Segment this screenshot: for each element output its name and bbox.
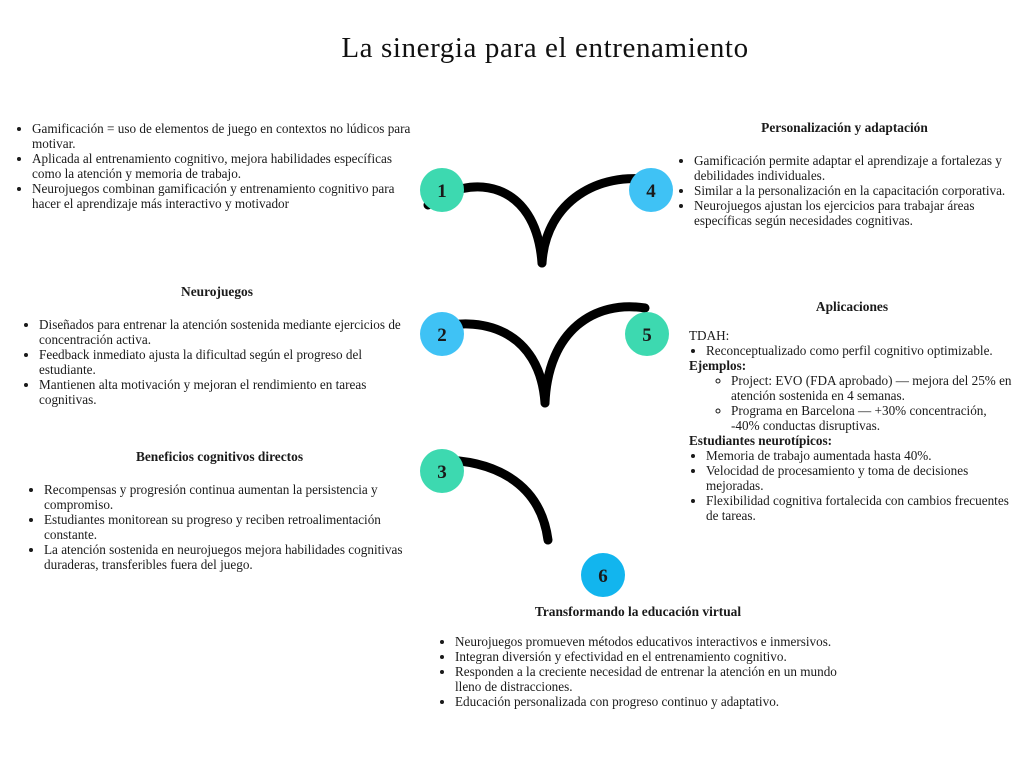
list-item: Responden a la creciente necesidad de en… [455, 664, 838, 694]
node-5-number: 5 [642, 325, 652, 346]
section-1: Gamificación = uso de elementos de juego… [15, 121, 420, 211]
node-4-circle [629, 168, 673, 212]
list-item: Project: EVO (FDA aprobado) — mejora del… [731, 373, 1015, 403]
section-6-list: Neurojuegos promueven métodos educativos… [438, 634, 838, 709]
node-6-number: 6 [598, 566, 608, 587]
list-item: Reconceptualizado como perfil cognitivo … [706, 343, 1015, 358]
section-5: Aplicaciones TDAH: Reconceptualizado com… [689, 299, 1015, 523]
section-3-list: Recompensas y progresión continua aument… [27, 482, 412, 572]
list-item: Gamificación permite adaptar el aprendiz… [694, 153, 1012, 183]
section-2-heading: Neurojuegos [181, 284, 253, 299]
tdah-label: TDAH: [689, 328, 730, 343]
section-3: Beneficios cognitivos directos Recompens… [27, 449, 412, 572]
list-item: Neurojuegos combinan gamificación y entr… [32, 181, 420, 211]
node-5-circle [625, 312, 669, 356]
list-item: Feedback inmediato ajusta la dificultad … [39, 347, 412, 377]
section-6-heading: Transformando la educación virtual [534, 604, 742, 619]
examples-label: Ejemplos: [689, 358, 747, 373]
node-4-number: 4 [646, 181, 656, 202]
section-4-list: Gamificación permite adaptar el aprendiz… [677, 153, 1012, 228]
list-item: La atención sostenida en neurojuegos mej… [44, 542, 412, 572]
node-1-number: 1 [437, 181, 447, 202]
section-1-list: Gamificación = uso de elementos de juego… [15, 121, 420, 211]
section-5-heading: Aplicaciones [815, 299, 889, 314]
list-item: Memoria de trabajo aumentada hasta 40%. [706, 448, 1015, 463]
list-item: Recompensas y progresión continua aument… [44, 482, 412, 512]
list-item: Neurojuegos promueven métodos educativos… [455, 634, 838, 649]
neurotypical-label: Estudiantes neurotípicos: [689, 433, 833, 448]
node-1-circle [420, 168, 464, 212]
list-item: Similar a la personalización en la capac… [694, 183, 1012, 198]
neurotypical-list: Memoria de trabajo aumentada hasta 40%. … [689, 448, 1015, 523]
section-4: Personalización y adaptación Gamificació… [677, 120, 1012, 228]
list-item: Programa en Barcelona — +30% concentraci… [731, 403, 1015, 433]
node-2-number: 2 [437, 325, 447, 346]
list-item: Velocidad de procesamiento y toma de dec… [706, 463, 1015, 493]
section-6: Transformando la educación virtual Neuro… [438, 604, 838, 709]
page-title: La sinergia para el entrenamiento [341, 32, 749, 64]
node-3-number: 3 [437, 462, 447, 483]
list-item: Diseñados para entrenar la atención sost… [39, 317, 412, 347]
section-2-list: Diseñados para entrenar la atención sost… [22, 317, 412, 407]
node-6-circle [581, 553, 625, 597]
list-item: Integran diversión y efectividad en el e… [455, 649, 838, 664]
node-2-circle [420, 312, 464, 356]
section-2: Neurojuegos Diseñados para entrenar la a… [22, 284, 412, 407]
section-4-heading: Personalización y adaptación [761, 120, 928, 135]
list-item: Flexibilidad cognitiva fortalecida con c… [706, 493, 1015, 523]
list-item: Mantienen alta motivación y mejoran el r… [39, 377, 412, 407]
list-item: Neurojuegos ajustan los ejercicios para … [694, 198, 1012, 228]
list-item: Gamificación = uso de elementos de juego… [32, 121, 420, 151]
tdah-list: Reconceptualizado como perfil cognitivo … [689, 343, 1015, 358]
list-item: Estudiantes monitorean su progreso y rec… [44, 512, 412, 542]
section-3-heading: Beneficios cognitivos directos [135, 449, 304, 464]
node-3-circle [420, 449, 464, 493]
list-item: Educación personalizada con progreso con… [455, 694, 838, 709]
list-item: Aplicada al entrenamiento cognitivo, mej… [32, 151, 420, 181]
examples-list: Project: EVO (FDA aprobado) — mejora del… [689, 373, 1015, 433]
curve-5 [540, 302, 650, 408]
